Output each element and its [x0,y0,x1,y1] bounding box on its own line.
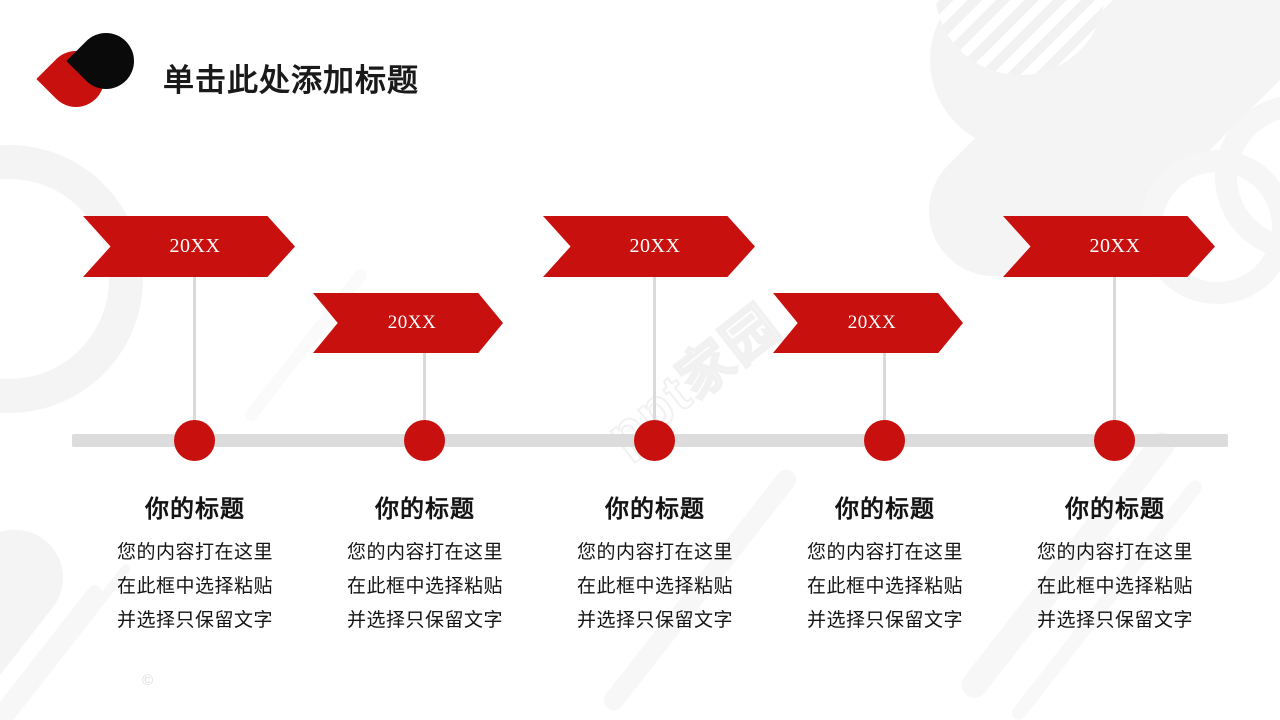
milestone-body-line: 您的内容打在这里 [576,542,733,563]
connector-stem [653,277,656,442]
milestone-heading[interactable]: 你的标题 [375,496,475,523]
connector-stem [883,353,886,442]
year-label: 20XX [1089,235,1141,257]
timeline-column: 20XX 你的标题 您的内容打在这里 在此框中选择粘贴 并选择只保留文字 [995,0,1235,720]
milestone-dot[interactable] [404,420,445,461]
timeline-column: 20XX 你的标题 您的内容打在这里 在此框中选择粘贴 并选择只保留文字 [305,0,545,720]
milestone-body-line: 您的内容打在这里 [806,542,963,563]
timeline-column: 20XX 你的标题 您的内容打在这里 在此框中选择粘贴 并选择只保留文字 [535,0,775,720]
milestone-heading[interactable]: 你的标题 [605,496,705,523]
timeline-column: 20XX 你的标题 您的内容打在这里 在此框中选择粘贴 并选择只保留文字 [765,0,1005,720]
year-banner[interactable]: 20XX [313,293,503,353]
timeline-column: 20XX 你的标题 您的内容打在这里 在此框中选择粘贴 并选择只保留文字 [75,0,315,720]
milestone-dot[interactable] [634,420,675,461]
slide-header: 单击此处添加标题 [0,0,1280,150]
milestone-body-line: 您的内容打在这里 [1036,542,1193,563]
milestone-heading[interactable]: 你的标题 [1065,496,1165,523]
year-banner[interactable]: 20XX [773,293,963,353]
milestone-body-line: 并选择只保留文字 [576,610,733,631]
year-label: 20XX [169,235,221,257]
milestone-body-line: 在此框中选择粘贴 [806,576,963,597]
milestone-body[interactable]: 您的内容打在这里 在此框中选择粘贴 并选择只保留文字 [765,536,1005,638]
decor-diagonal-bar [0,510,83,720]
milestone-body[interactable]: 您的内容打在这里 在此框中选择粘贴 并选择只保留文字 [535,536,775,638]
copyright-icon: © [142,672,154,689]
milestone-body[interactable]: 您的内容打在这里 在此框中选择粘贴 并选择只保留文字 [995,536,1235,638]
page-title[interactable]: 单击此处添加标题 [163,63,419,98]
milestone-body-line: 并选择只保留文字 [1036,610,1193,631]
milestone-heading[interactable]: 你的标题 [145,496,245,523]
milestone-dot[interactable] [1094,420,1135,461]
milestone-body[interactable]: 您的内容打在这里 在此框中选择粘贴 并选择只保留文字 [75,536,315,638]
year-banner[interactable]: 20XX [83,216,295,277]
milestone-body-line: 您的内容打在这里 [346,542,503,563]
year-banner[interactable]: 20XX [543,216,755,277]
year-label: 20XX [387,312,437,333]
year-label: 20XX [847,312,897,333]
connector-stem [1113,277,1116,442]
milestone-body-line: 在此框中选择粘贴 [1036,576,1193,597]
milestone-dot[interactable] [864,420,905,461]
milestone-dot[interactable] [174,420,215,461]
milestone-body-line: 您的内容打在这里 [116,542,273,563]
milestone-body-line: 并选择只保留文字 [346,610,503,631]
milestone-body-line: 并选择只保留文字 [116,610,273,631]
milestone-heading[interactable]: 你的标题 [835,496,935,523]
connector-stem [423,353,426,442]
milestone-body-line: 在此框中选择粘贴 [116,576,273,597]
year-label: 20XX [629,235,681,257]
milestone-body-line: 在此框中选择粘贴 [576,576,733,597]
milestone-body[interactable]: 您的内容打在这里 在此框中选择粘贴 并选择只保留文字 [305,536,545,638]
year-banner[interactable]: 20XX [1003,216,1215,277]
milestone-body-line: 并选择只保留文字 [806,610,963,631]
connector-stem [193,277,196,442]
milestone-body-line: 在此框中选择粘贴 [346,576,503,597]
